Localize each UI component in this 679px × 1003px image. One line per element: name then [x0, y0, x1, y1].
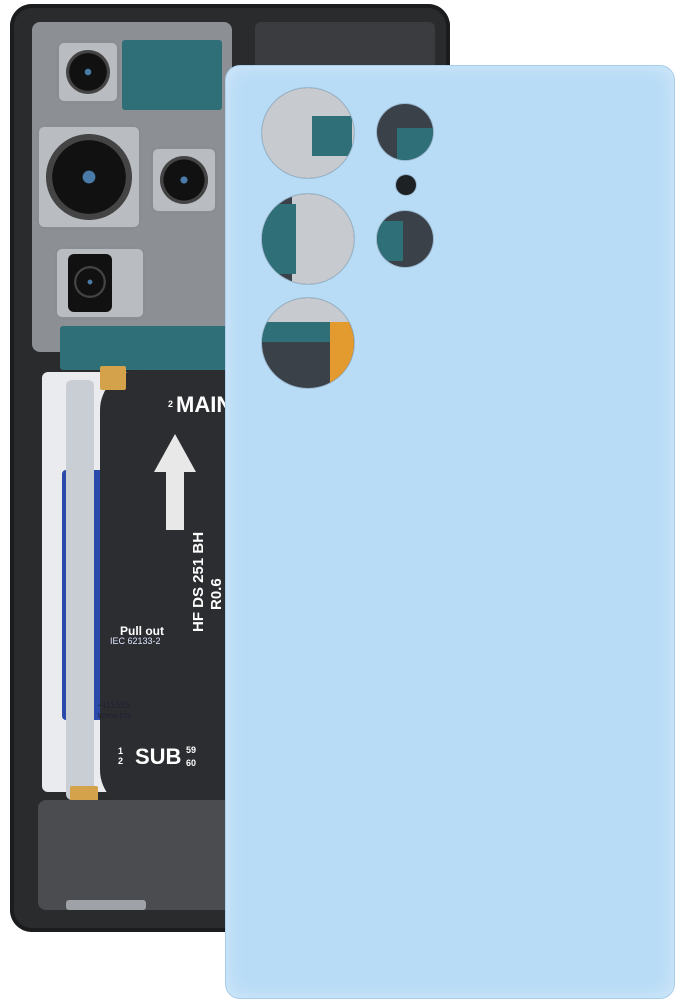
sub-label: SUB: [135, 744, 182, 769]
camera-cutout-large-1: [262, 88, 354, 178]
main-label: MAIN: [176, 392, 233, 417]
web-label: www.bis: [98, 710, 132, 720]
hf-label: HF DS 251 BH: [190, 531, 207, 632]
speaker-module: [38, 800, 234, 910]
flex-cable: [66, 380, 94, 800]
flash-cutout: [396, 175, 416, 195]
bottom-port-bracket: [66, 900, 146, 910]
flex-connector-top: [100, 366, 126, 390]
sub-pins: 59 60: [186, 744, 196, 770]
iec-label: IEC 62133-2: [110, 636, 161, 646]
camera-lens-icon: [74, 266, 106, 298]
camera-cutout-small-2: [377, 211, 433, 267]
camera-cutout-large-2: [262, 194, 354, 284]
sub-number-2: 2: [118, 756, 124, 766]
pcb-connector-strip: [60, 326, 230, 370]
camera-lens-icon: [66, 50, 110, 94]
sub-pin-60: 60: [186, 758, 197, 768]
sub-numbers: 1 2: [118, 746, 123, 766]
camera-lens-icon: [160, 156, 208, 204]
main-number: 2: [168, 399, 174, 409]
camera-cutout-small-1: [377, 104, 433, 160]
sub-pin-59: 59: [186, 745, 197, 755]
pcb-section: [122, 40, 222, 110]
arrow-up-icon: [154, 434, 196, 472]
sub-number-1: 1: [118, 746, 124, 756]
arrow-shaft: [166, 470, 184, 530]
camera-cutout-large-3: [262, 298, 354, 388]
revision-label: R0.6: [208, 578, 225, 610]
pull-out-label: Pull out: [120, 624, 164, 638]
cert-label: -411525: [98, 700, 131, 710]
camera-lens-icon: [46, 134, 132, 220]
